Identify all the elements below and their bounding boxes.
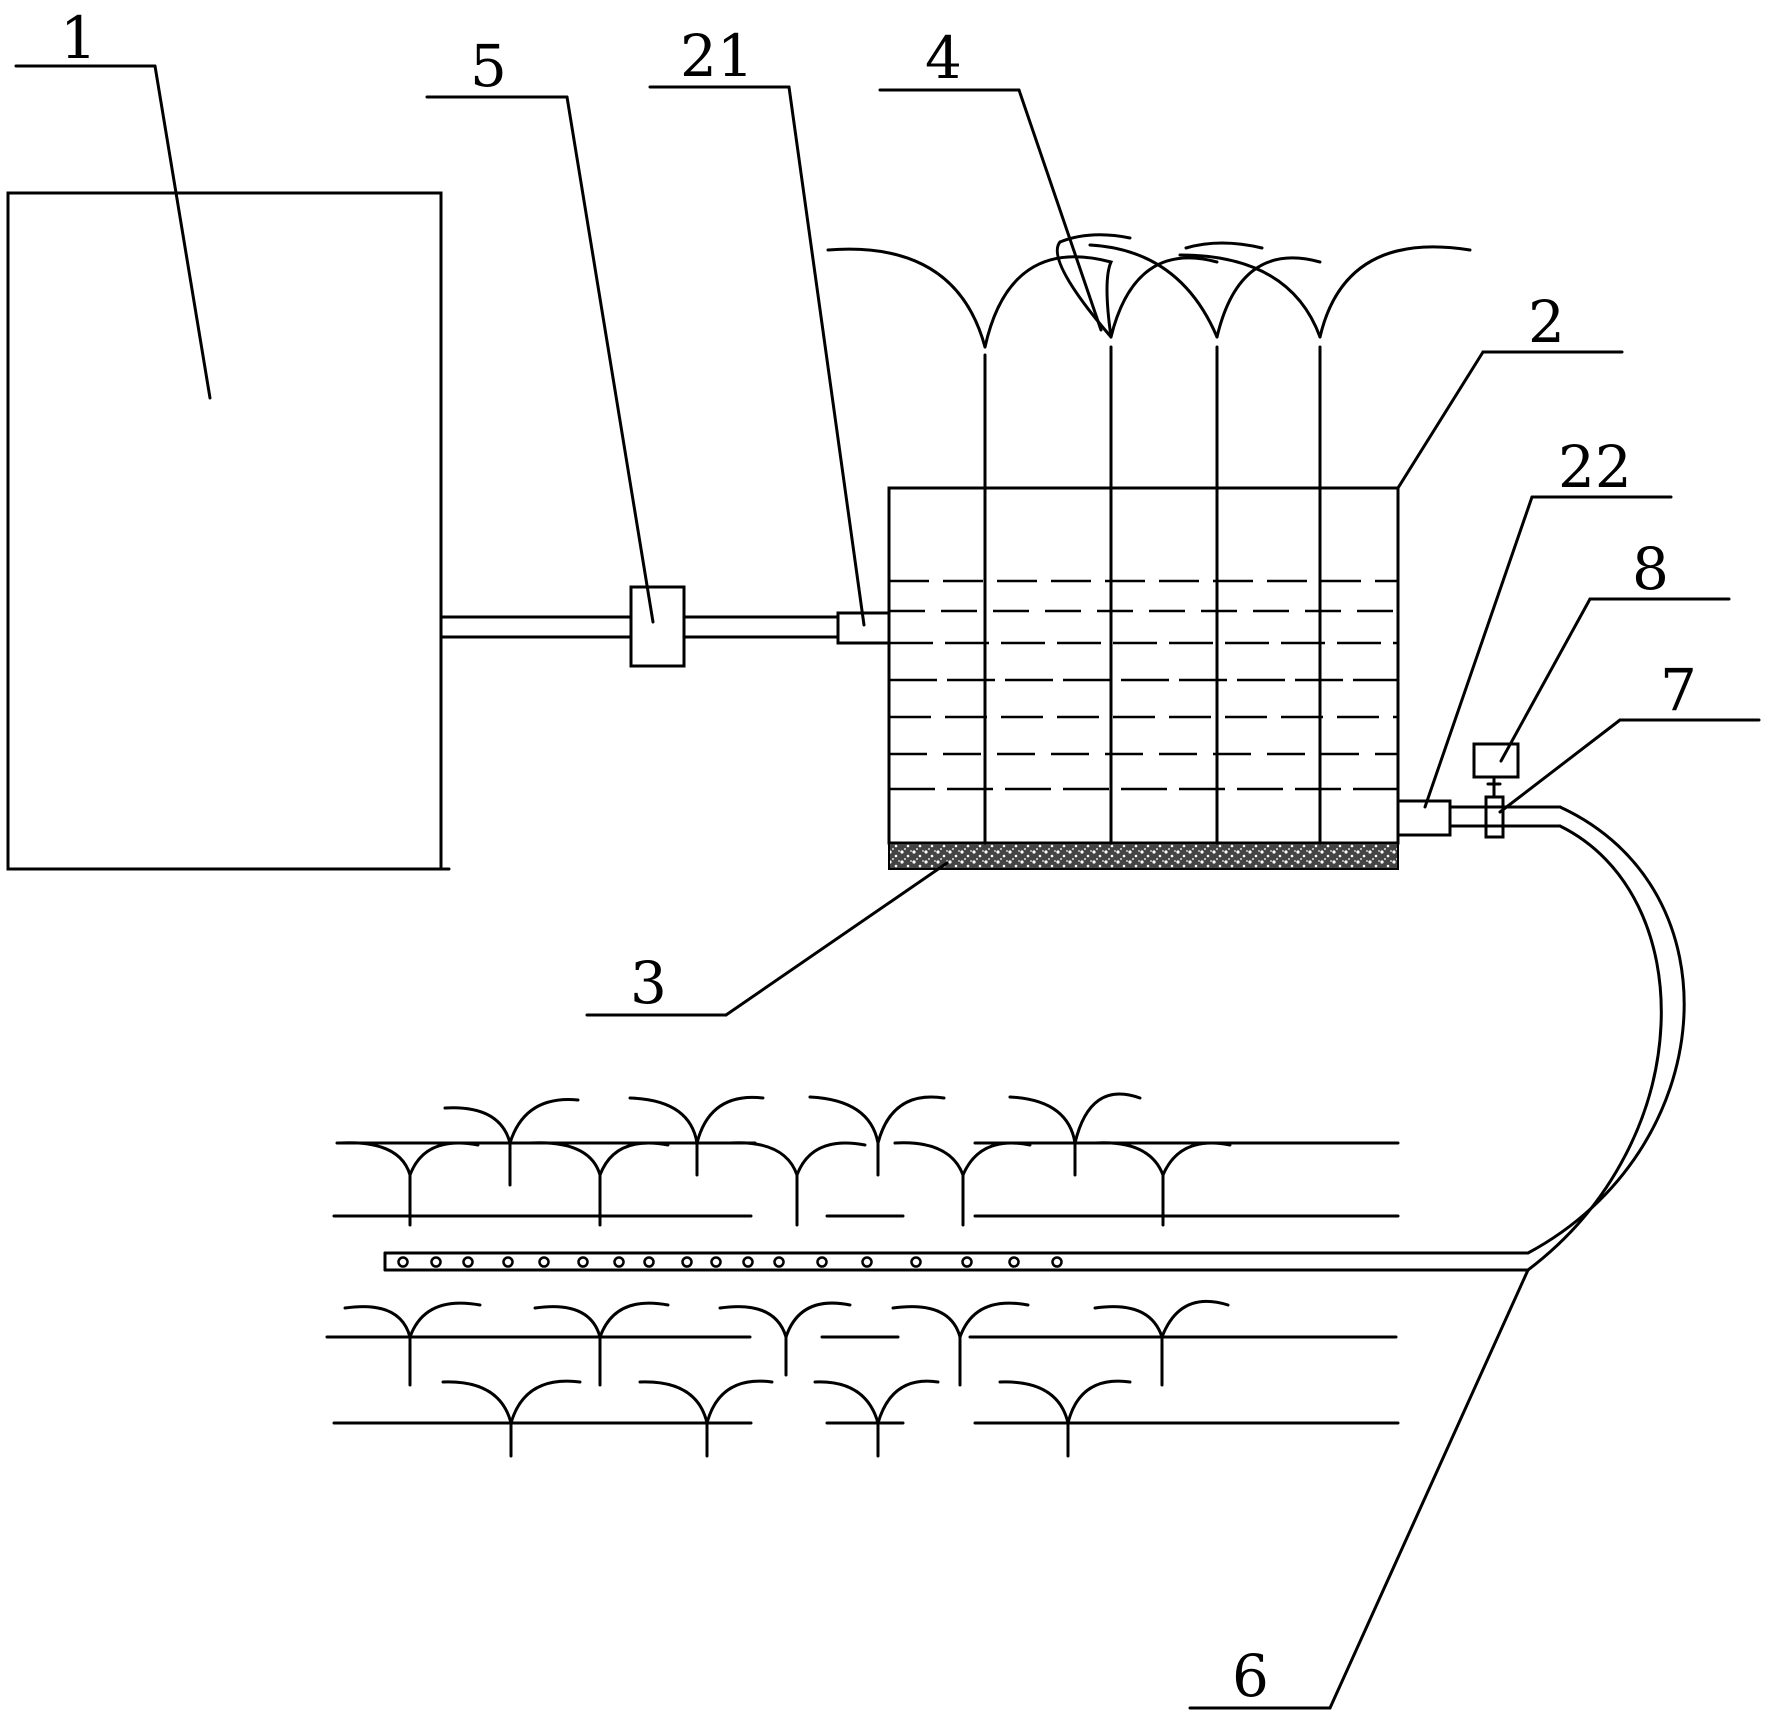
label-2: 2 [1528, 288, 1565, 356]
component-7-valve [1484, 795, 1505, 839]
label-3: 3 [630, 949, 667, 1017]
component-1-tank [6, 191, 443, 871]
component-6-distribution-pipe [383, 805, 1686, 1272]
component-3-gravel-layer [888, 842, 1399, 870]
labels: 1 5 21 4 2 22 8 7 3 6 [60, 4, 1697, 1710]
label-5: 5 [470, 32, 507, 100]
label-22: 22 [1558, 433, 1632, 501]
label-4: 4 [925, 24, 962, 92]
label-21: 21 [680, 22, 754, 90]
pipe-perforations [397, 1256, 1063, 1268]
component-8-actuator [1472, 742, 1520, 779]
box-layer-lines [889, 579, 1398, 791]
label-1: 1 [60, 4, 97, 72]
label-8: 8 [1632, 535, 1669, 603]
component-4-plants [826, 233, 1472, 845]
component-22-outlet [1396, 799, 1452, 837]
inlet-pipe [439, 615, 840, 639]
label-6: 6 [1232, 1642, 1269, 1710]
field-plants [338, 1092, 1232, 1458]
field-rows [325, 1141, 1400, 1425]
label-7: 7 [1660, 656, 1697, 724]
leader-lines [14, 64, 1761, 1710]
component-5-pump [629, 585, 686, 668]
